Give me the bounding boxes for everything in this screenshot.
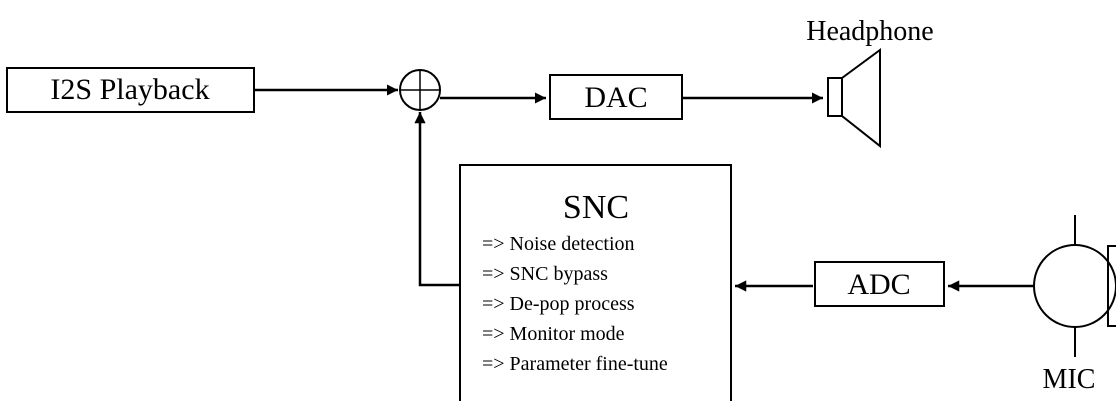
adc-label: ADC [847,268,910,301]
speaker-icon [827,48,881,149]
headphone-label: Headphone [806,16,934,47]
snc-item: => Noise detection [482,233,635,255]
snc-item: => SNC bypass [482,263,608,285]
snc-title: SNC [563,189,629,226]
plus-circle-icon [399,69,441,111]
snc-item: => De-pop process [482,293,635,315]
snc-block: SNC => Noise detection => SNC bypass => … [459,164,732,401]
snc-item: => Parameter fine-tune [482,353,668,375]
dac-label: DAC [584,81,647,114]
i2s-playback-block: I2S Playback [6,67,255,113]
adc-block: ADC [814,261,945,307]
i2s-playback-label: I2S Playback [50,73,209,106]
microphone-icon [1033,215,1116,357]
snc-item: => Monitor mode [482,323,625,345]
snc-to-sum-arrow [414,112,460,287]
dac-block: DAC [549,74,683,120]
mic-label: MIC [1043,364,1096,395]
